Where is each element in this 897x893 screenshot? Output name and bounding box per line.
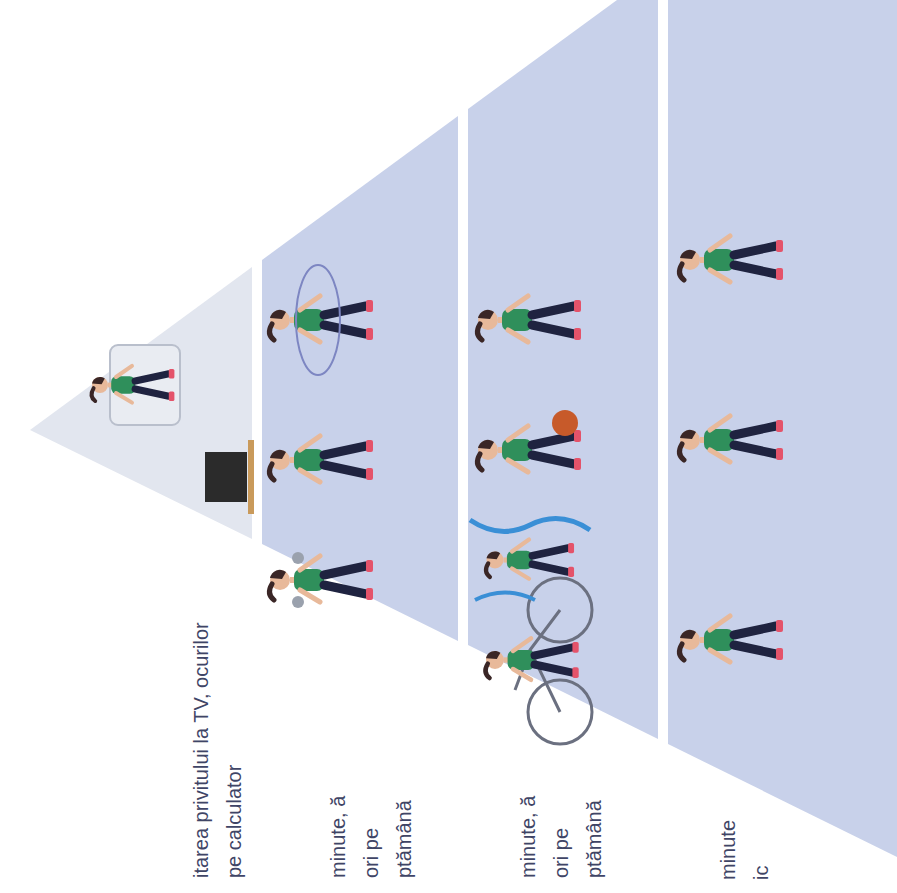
tier-label: minute ic — [712, 808, 778, 880]
tier-label: itarea privitului la TV, ocurilor pe cal… — [185, 603, 251, 878]
tier-label: minute, ă ori pe ptămână — [322, 786, 421, 878]
tier-label: minute, ă ori pe ptămână — [512, 786, 611, 878]
